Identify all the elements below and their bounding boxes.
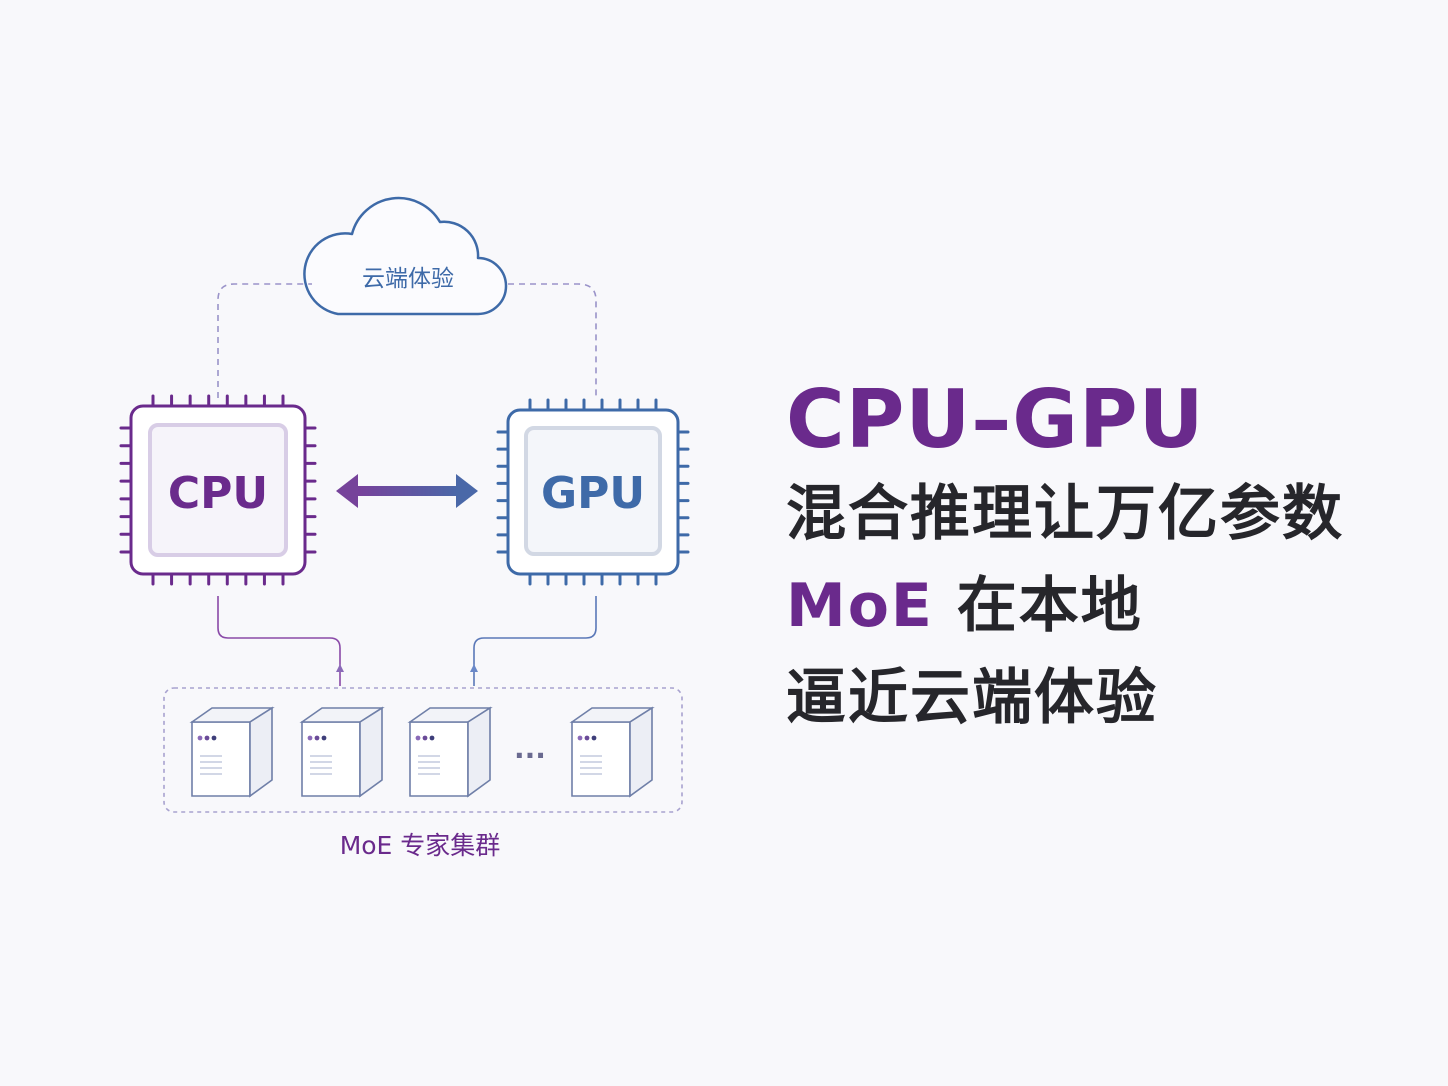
- cloud-links: [217, 283, 597, 398]
- bidirectional-arrow-icon: [336, 474, 478, 508]
- server-icon: [569, 706, 655, 798]
- server-icon: [407, 706, 493, 798]
- cluster-links: [217, 596, 597, 686]
- server-icon: [299, 706, 385, 798]
- cluster-label: MoE 专家集群: [340, 831, 501, 860]
- headline-line-4: 逼近云端体验: [786, 663, 1158, 733]
- headline-line-1: CPU–GPU: [786, 373, 1205, 466]
- headline-line-3-rest: 在本地: [933, 571, 1143, 641]
- cloud-icon: 云端体验: [303, 196, 508, 316]
- headline-line-3: MoE 在本地: [786, 560, 1426, 652]
- cpu-label: CPU: [168, 468, 268, 519]
- server-icon: [189, 706, 275, 798]
- cloud-label: 云端体验: [362, 266, 454, 292]
- cpu-chip-icon: CPU: [119, 394, 317, 586]
- headline-line-2: 混合推理让万亿参数: [786, 479, 1344, 549]
- ellipsis-text: ...: [514, 732, 546, 765]
- headline: CPU–GPU 混合推理让万亿参数 MoE 在本地 逼近云端体验: [786, 372, 1426, 744]
- gpu-chip-icon: GPU: [496, 398, 690, 586]
- moe-cluster-box: [163, 687, 683, 813]
- headline-moe-accent: MoE: [786, 571, 934, 641]
- gpu-label: GPU: [541, 468, 645, 519]
